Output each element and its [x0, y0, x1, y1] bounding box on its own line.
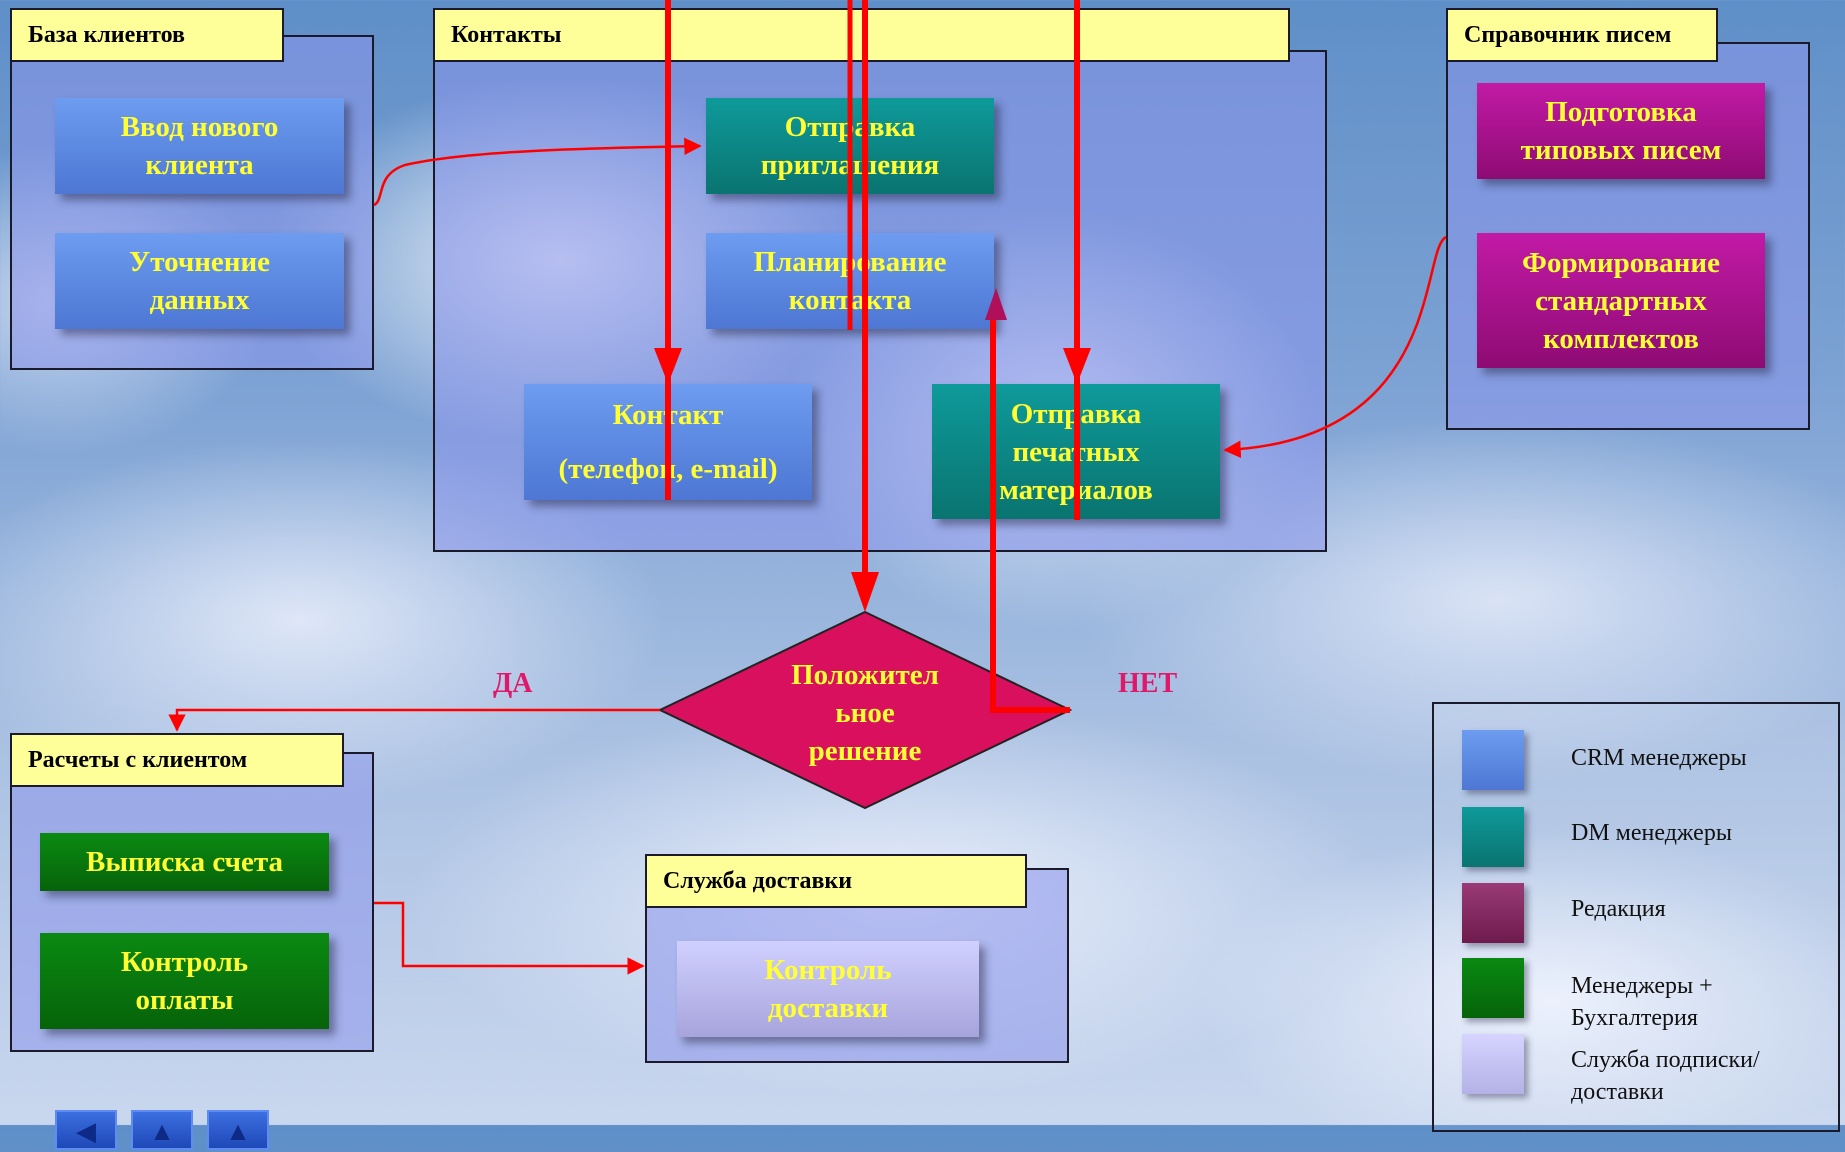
decision-label: Положител ьное решение [791, 659, 939, 767]
refine-data-box[interactable]: Уточнение данных [55, 233, 344, 329]
home-icon: ▲ [149, 1117, 175, 1146]
plan-contact-box[interactable]: Планирование контакта [706, 233, 994, 329]
send-print-box[interactable]: Отправка печатных материалов [932, 384, 1220, 519]
new-client-box[interactable]: Ввод нового клиента [55, 98, 344, 194]
letters-panel-title: Справочник писем [1446, 8, 1718, 62]
legend-swatch-dm [1462, 807, 1524, 867]
legend-label-delivery: Служба подписки/ доставки [1571, 1047, 1760, 1105]
yes-connector [168, 708, 660, 732]
billing-panel-title: Расчеты с клиентом [10, 733, 344, 787]
yes-label: ДА [493, 668, 533, 699]
legend-label-crm: CRM менеджеры [1571, 745, 1747, 771]
up-button[interactable]: ▲ [207, 1110, 269, 1150]
prev-button[interactable]: ◀ [55, 1110, 117, 1150]
legend-swatch-accounting [1462, 958, 1524, 1018]
legend-label-dm: DM менеджеры [1571, 820, 1732, 846]
prev-icon: ◀ [76, 1117, 96, 1146]
delivery-control-box[interactable]: Контроль доставки [677, 941, 979, 1037]
contacts-panel-title: Контакты [433, 8, 1290, 62]
invoice-box[interactable]: Выписка счета [40, 833, 329, 891]
legend-label-accounting: Менеджеры + Бухгалтерия [1571, 973, 1713, 1031]
no-label: НЕТ [1118, 668, 1178, 699]
legend-swatch-crm [1462, 730, 1524, 790]
send-invite-box[interactable]: Отправка приглашения [706, 98, 994, 194]
payment-control-box[interactable]: Контроль оплаты [40, 933, 329, 1029]
legend-label-editorial: Редакция [1571, 896, 1666, 922]
delivery-connector [374, 901, 645, 975]
home-button[interactable]: ▲ [131, 1110, 193, 1150]
legend-swatch-editorial [1462, 883, 1524, 943]
contact-box[interactable]: Контакт (телефон, e-mail) [524, 384, 812, 500]
prep-letters-box[interactable]: Подготовка типовых писем [1477, 83, 1765, 179]
clients-panel-title: База клиентов [10, 8, 284, 62]
form-kits-box[interactable]: Формирование стандартных комплектов [1477, 233, 1765, 368]
up-icon: ▲ [225, 1117, 251, 1146]
delivery-panel-title: Служба доставки [645, 854, 1027, 908]
legend-swatch-delivery [1462, 1034, 1524, 1094]
